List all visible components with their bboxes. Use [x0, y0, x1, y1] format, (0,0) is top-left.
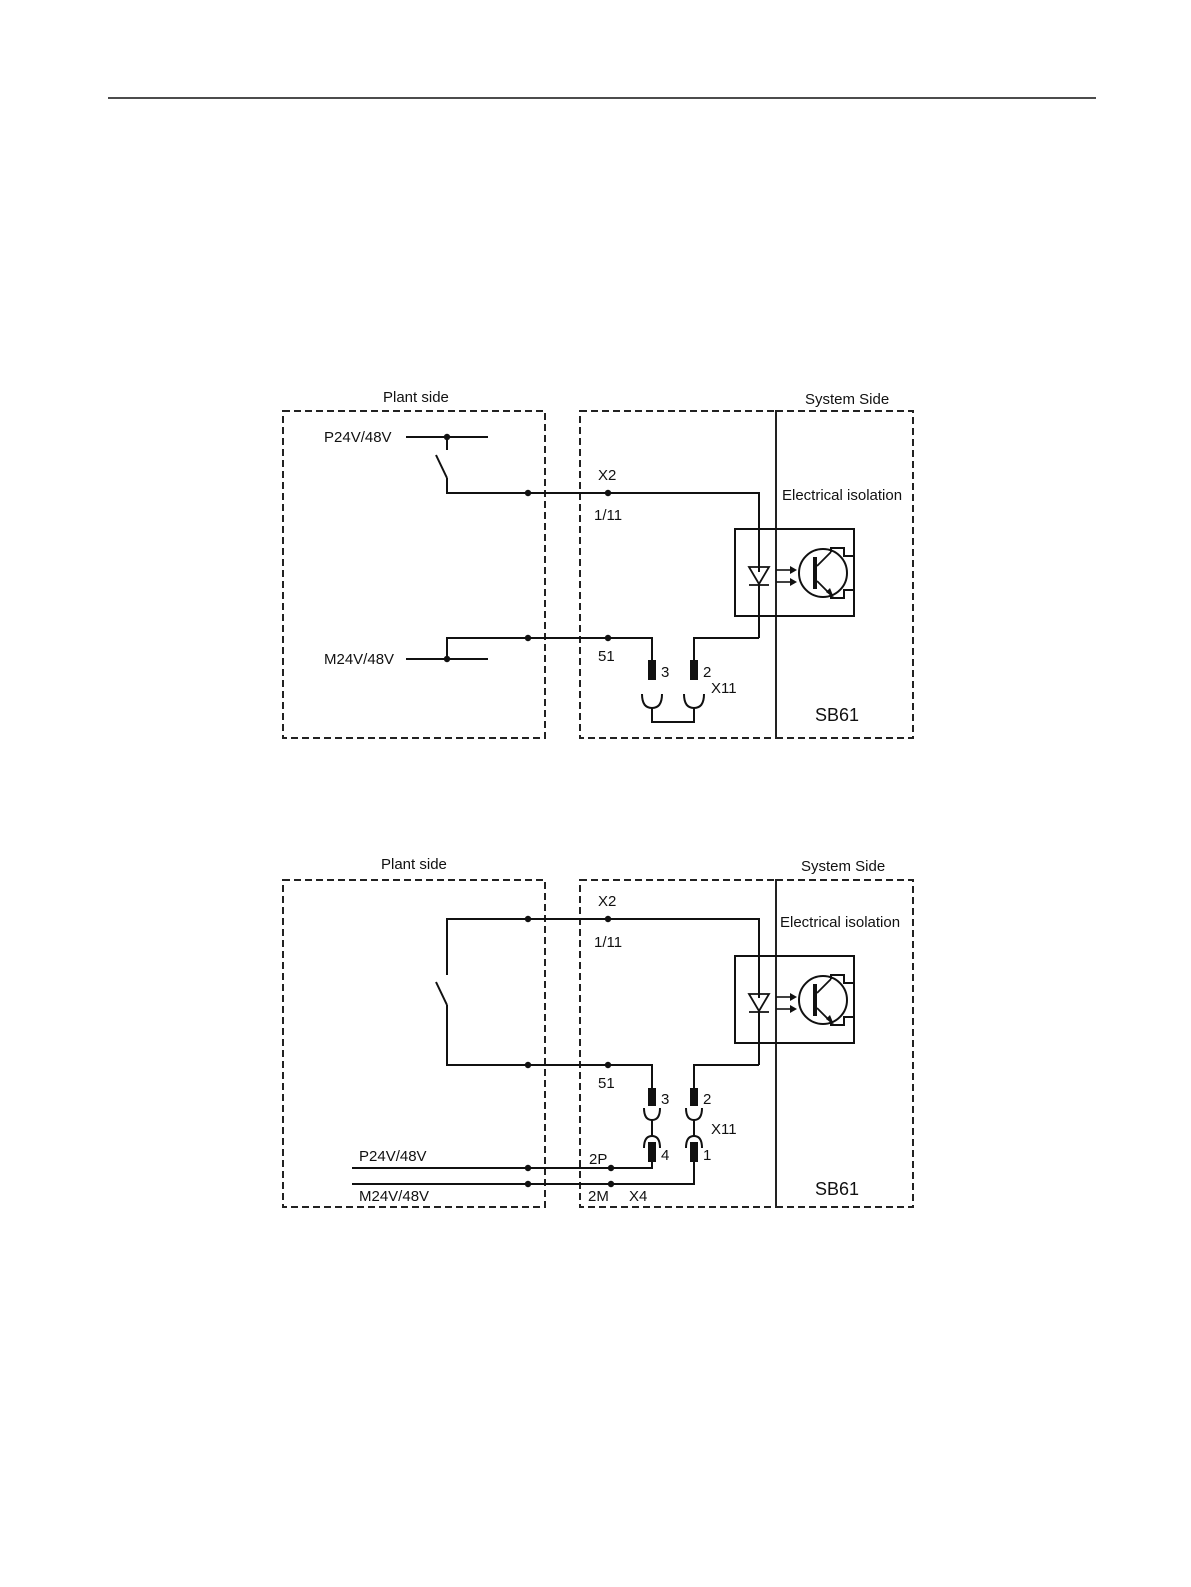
x11-label: X11: [711, 1121, 737, 1138]
led-diode-icon: [749, 567, 769, 638]
pin-2p-label: 2P: [589, 1151, 607, 1168]
m-supply-label: M24V/48V: [324, 651, 394, 668]
pin-4-label: 4: [661, 1147, 669, 1164]
x11-label: X11: [711, 680, 737, 697]
diagram-2: Plant side System Side X2 1/11 51 Electr…: [283, 856, 913, 1207]
system-side-label: System Side: [801, 858, 885, 875]
system-side-label: System Side: [805, 391, 889, 408]
x2-label: X2: [598, 893, 616, 910]
isolation-label: Electrical isolation: [782, 487, 902, 504]
light-arrows-icon: [776, 993, 797, 1013]
connector-pin-1: [690, 1142, 698, 1162]
pin-3-label: 3: [661, 1091, 669, 1108]
phototransistor-icon: [799, 975, 854, 1025]
connector-pin-3: [648, 1088, 656, 1106]
isolation-label: Electrical isolation: [780, 914, 900, 931]
plant-side-label: Plant side: [383, 389, 449, 406]
pin-51-label: 51: [598, 648, 615, 665]
connector-pin-3: [648, 660, 656, 680]
pin-3-label: 3: [661, 664, 669, 681]
pin-1-label: 1: [703, 1147, 711, 1164]
connector-pin-2: [690, 1088, 698, 1106]
p-supply-label: P24V/48V: [324, 429, 392, 446]
pin-1-11-label: 1/11: [594, 934, 622, 951]
pin-1-11-label: 1/11: [594, 507, 622, 524]
diagram-1: Plant side System Side P24V/48V X2 1/11 …: [283, 389, 913, 738]
module-label: SB61: [815, 1179, 859, 1199]
switch-contact: [436, 982, 447, 1005]
connector-pin-2: [690, 660, 698, 680]
system-side-box: [776, 411, 913, 738]
phototransistor-icon: [799, 548, 854, 598]
pin-2-label: 2: [703, 1091, 711, 1108]
x2-label: X2: [598, 467, 616, 484]
x4-label: X4: [629, 1188, 647, 1205]
light-arrows-icon: [776, 566, 797, 586]
plant-side-label: Plant side: [381, 856, 447, 873]
plant-side-box: [283, 411, 545, 738]
terminal-x2-node: [605, 490, 611, 496]
pin-51-label: 51: [598, 1075, 615, 1092]
connector-pin-4: [648, 1142, 656, 1162]
terminal-box: [580, 411, 776, 738]
socket-3: [644, 1108, 660, 1120]
pin-2-label: 2: [703, 664, 711, 681]
socket-2: [686, 1108, 702, 1120]
module-label: SB61: [815, 705, 859, 725]
pin-2m-label: 2M: [588, 1188, 609, 1205]
bridge-plug: [642, 694, 704, 722]
switch-contact: [436, 455, 447, 478]
led-diode-icon: [749, 994, 769, 1065]
m-supply-label: M24V/48V: [359, 1188, 429, 1205]
p-supply-label: P24V/48V: [359, 1148, 427, 1165]
